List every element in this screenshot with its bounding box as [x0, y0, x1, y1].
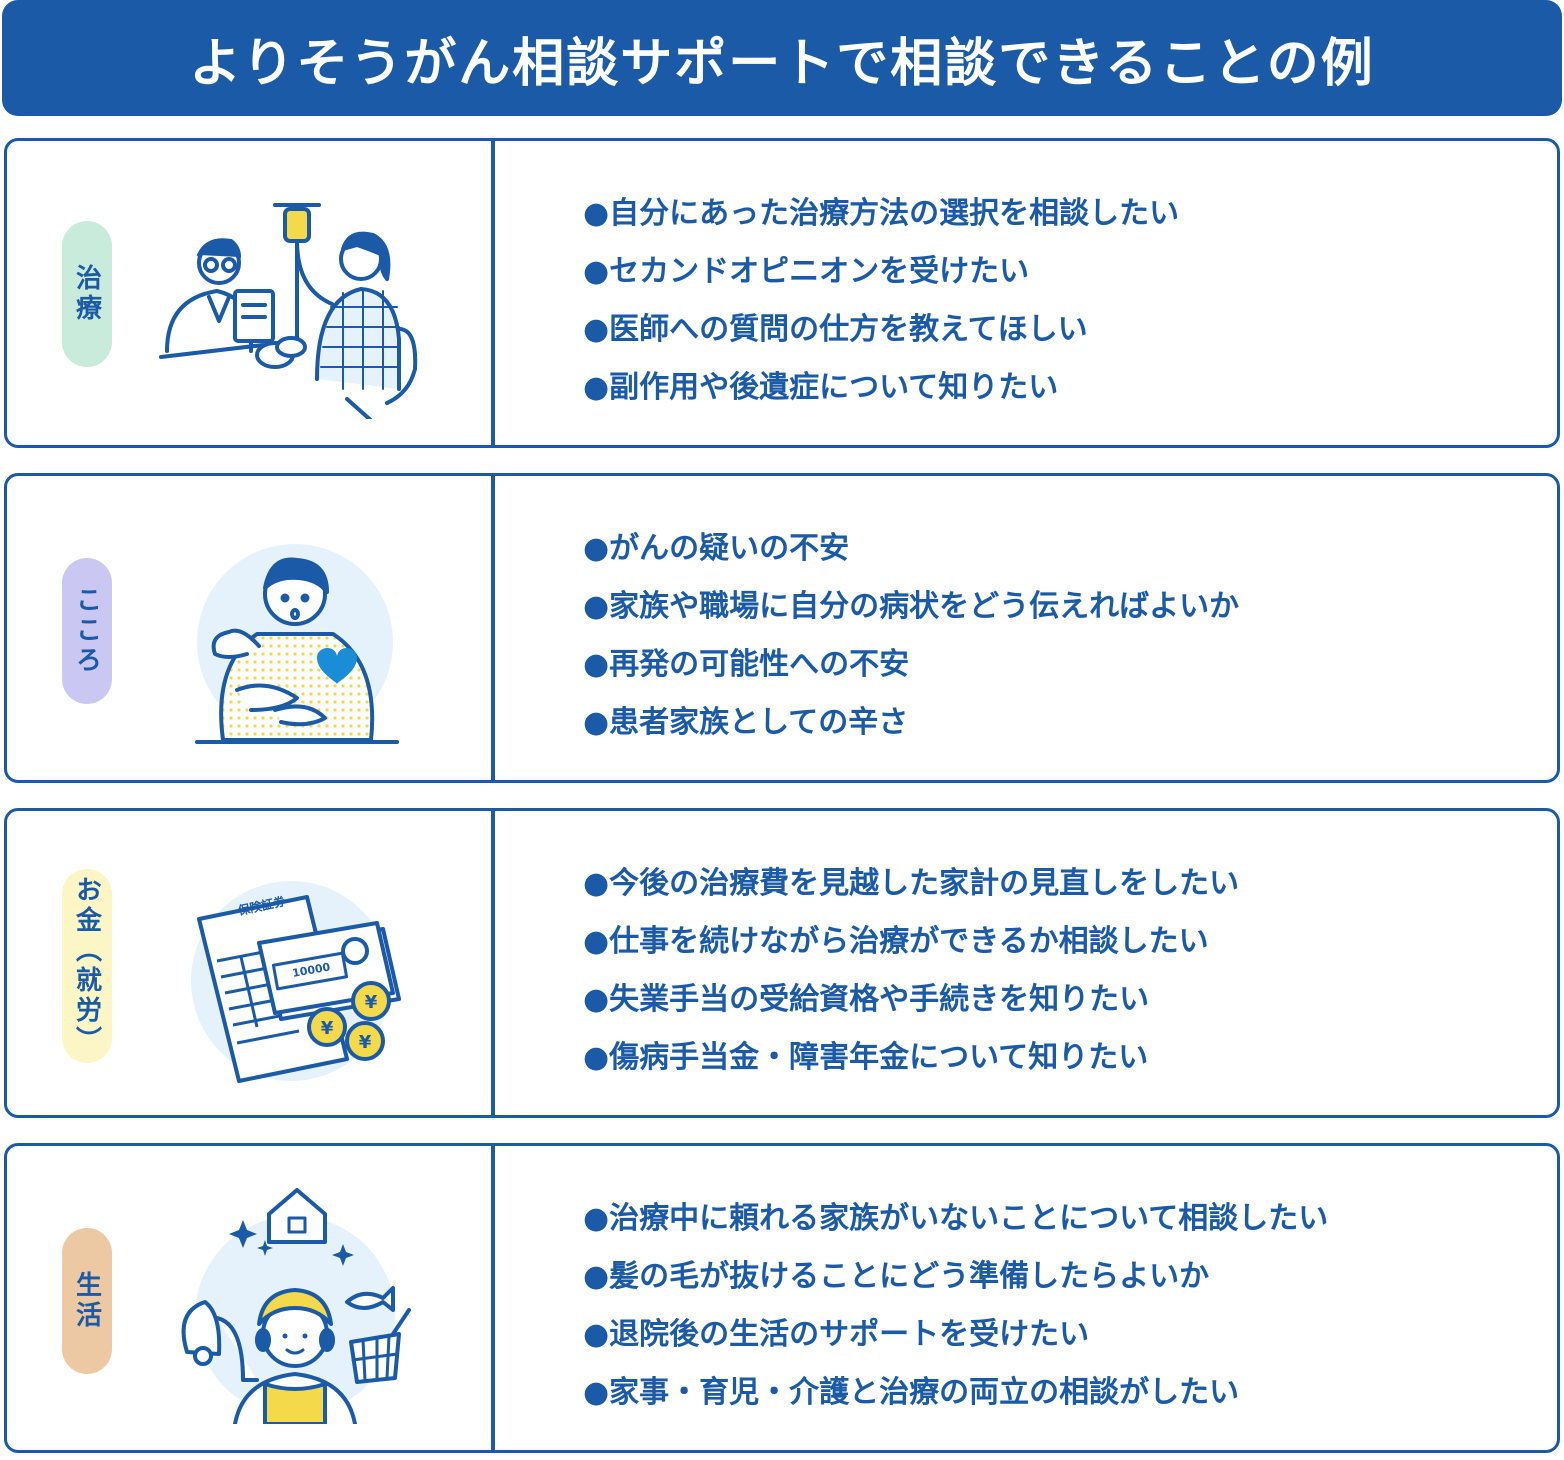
doctor-patient-iv-illustration: [159, 203, 418, 419]
list-item: ●家族や職場に自分の病状をどう伝えればよいか: [583, 589, 1240, 624]
card-divider: [491, 1146, 495, 1450]
list-item: ●患者家族としての辛さ: [583, 705, 909, 740]
person-heart-illustration: [195, 544, 399, 744]
list-item: ●髪の毛が抜けることにどう準備したらよいか: [583, 1259, 1210, 1294]
daily-life-illustration: [181, 1188, 411, 1424]
section-card-chiryo: 治療: [4, 138, 1560, 448]
page-title: よりそうがん相談サポートで相談できることの例: [189, 33, 1375, 94]
list-item: ●副作用や後遺症について知りたい: [583, 370, 1059, 405]
item-list: ●治療中に頼れる家族がいないことについて相談したい ●髪の毛が抜けることにどう準…: [583, 1190, 1328, 1422]
insurance-money-illustration: 保険証券 10000 ¥ ¥ ¥: [191, 881, 401, 1083]
category-label: お金（就労）: [71, 876, 102, 1056]
list-item: ●治療中に頼れる家族がいないことについて相談したい: [583, 1201, 1329, 1236]
category-pill-kokoro: こころ: [62, 558, 112, 704]
section-card-seikatsu: 生活: [4, 1143, 1560, 1453]
section-card-kokoro: こころ ●がんの疑いの不安: [4, 473, 1560, 783]
list-item: ●今後の治療費を見越した家計の見直しをしたい: [583, 866, 1240, 901]
category-pill-seikatsu: 生活: [62, 1228, 112, 1374]
list-item: ●仕事を続けながら治療ができるか相談したい: [583, 924, 1209, 959]
category-label: こころ: [71, 586, 102, 676]
list-item: ●セカンドオピニオンを受けたい: [583, 254, 1030, 289]
list-item: ●がんの疑いの不安: [583, 531, 850, 566]
list-item: ●自分にあった治療方法の選択を相談したい: [583, 196, 1180, 231]
item-list: ●自分にあった治療方法の選択を相談したい ●セカンドオピニオンを受けたい ●医師…: [583, 185, 1179, 417]
list-item: ●退院後の生活のサポートを受けたい: [583, 1317, 1090, 1352]
list-item: ●傷病手当金・障害年金について知りたい: [583, 1040, 1149, 1075]
section-card-okane: お金（就労） 保険証券 10000 ¥ ¥ ¥ ●今後の治療費を見越した家計: [4, 808, 1560, 1118]
list-item: ●再発の可能性への不安: [583, 647, 910, 682]
item-list: ●今後の治療費を見越した家計の見直しをしたい ●仕事を続けながら治療ができるか相…: [583, 855, 1239, 1087]
yen-coin-label: ¥: [321, 1018, 334, 1039]
list-item: ●家事・育児・介護と治療の両立の相談がしたい: [583, 1375, 1240, 1410]
category-pill-chiryo: 治療: [62, 221, 112, 367]
category-label: 生活: [71, 1271, 102, 1331]
card-divider: [491, 811, 495, 1115]
yen-coin-label: ¥: [365, 992, 378, 1013]
card-divider: [491, 476, 495, 780]
category-label: 治療: [71, 264, 102, 324]
list-item: ●医師への質問の仕方を教えてほしい: [583, 312, 1088, 347]
category-pill-okane: お金（就労）: [62, 869, 112, 1063]
card-divider: [491, 141, 495, 445]
item-list: ●がんの疑いの不安 ●家族や職場に自分の病状をどう伝えればよいか ●再発の可能性…: [583, 520, 1239, 752]
list-item: ●失業手当の受給資格や手続きを知りたい: [583, 982, 1150, 1017]
yen-coin-label: ¥: [359, 1032, 372, 1053]
title-banner: よりそうがん相談サポートで相談できることの例: [2, 0, 1562, 116]
